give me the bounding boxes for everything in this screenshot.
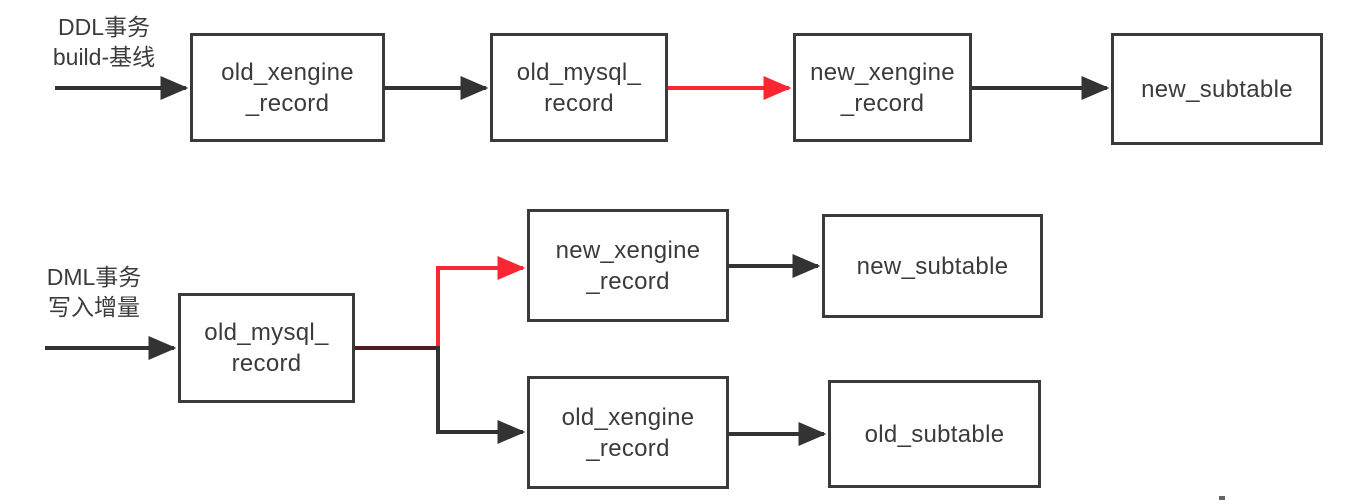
stray-mark xyxy=(1219,496,1225,500)
ddl-flow-label: DDL事务 build-基线 xyxy=(52,14,156,70)
arrow-branch-to-new-xengine-red xyxy=(436,256,526,350)
ddl-node-new-xengine-record: new_xengine _record xyxy=(793,33,972,142)
ddl-node-new-subtable: new_subtable xyxy=(1111,33,1323,145)
dml-node-new-subtable: new_subtable xyxy=(822,214,1043,318)
ddl-node-old-mysql-record: old_mysql_ record xyxy=(490,33,668,142)
dml-flow-label: DML事务 写入增量 xyxy=(46,264,142,320)
dml-node-new-xengine-record: new_xengine _record xyxy=(527,209,729,322)
dml-node-old-mysql-record: old_mysql_ record xyxy=(178,293,355,403)
dml-node-old-subtable: old_subtable xyxy=(828,380,1041,488)
arrow-branch-to-old-xengine xyxy=(436,346,526,444)
ddl-node-old-xengine-record: old_xengine _record xyxy=(190,33,385,142)
dml-node-old-xengine-record: old_xengine _record xyxy=(527,376,729,489)
